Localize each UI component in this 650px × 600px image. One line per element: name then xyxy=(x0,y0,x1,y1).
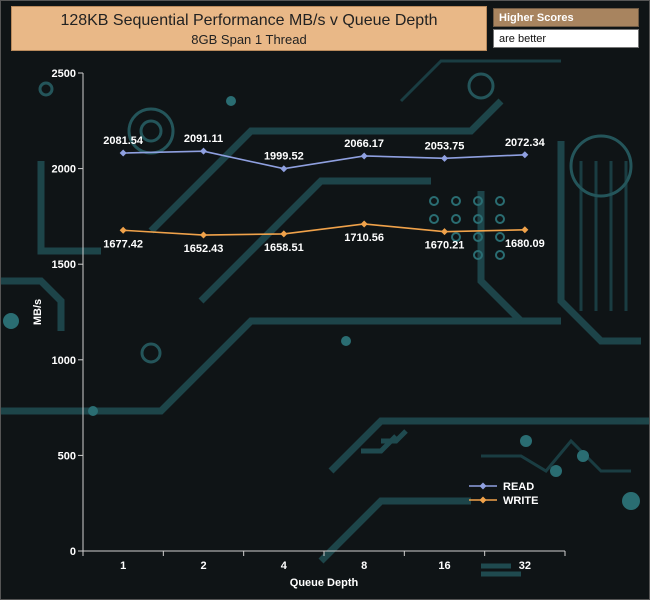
y-tick-label: 500 xyxy=(58,450,76,462)
data-label: 2053.75 xyxy=(425,140,465,152)
data-label: 2072.34 xyxy=(505,137,546,149)
x-tick-label: 1 xyxy=(120,560,126,572)
data-label: 1677.42 xyxy=(103,238,143,250)
data-label: 1999.52 xyxy=(264,151,304,163)
data-label: 2081.54 xyxy=(103,135,144,147)
series-read: 2081.54 2091.11 1999.52 2066.17 2053.75 2072.… xyxy=(103,133,546,173)
data-point xyxy=(119,149,127,157)
y-tick-label: 2000 xyxy=(52,164,76,176)
data-label: 1710.56 xyxy=(344,232,384,244)
data-label: 1680.09 xyxy=(505,238,545,250)
x-tick-label: 2 xyxy=(200,560,206,572)
data-point xyxy=(280,165,288,173)
series-line xyxy=(123,150,525,170)
x-tick-label: 32 xyxy=(519,560,531,572)
chart-series: 2081.54 2091.11 1999.52 2066.17 2053.75 2072.… xyxy=(103,133,545,255)
data-point xyxy=(441,154,448,162)
data-point xyxy=(360,152,368,160)
y-tick-label: 2500 xyxy=(52,68,76,80)
note-are-better: are better xyxy=(493,29,639,48)
data-label: 2091.11 xyxy=(184,133,223,145)
x-tick-label: 4 xyxy=(281,560,288,572)
legend-label: WRITE xyxy=(503,495,538,507)
data-point xyxy=(441,228,448,236)
data-label: 1658.51 xyxy=(264,242,304,254)
chart-legend: READ WRITE xyxy=(469,481,538,507)
y-tick-label: 0 xyxy=(70,546,76,558)
note-higher-scores: Higher Scores xyxy=(493,8,639,27)
data-point xyxy=(280,230,288,238)
legend-label: READ xyxy=(503,481,534,493)
data-point xyxy=(119,226,127,234)
series-write: 1677.42 1652.43 1658.51 1710.56 1670.21 1680.… xyxy=(103,220,545,255)
data-label: 1652.43 xyxy=(184,243,224,255)
data-label: 1670.21 xyxy=(425,240,465,252)
legend-item-write: WRITE xyxy=(469,495,538,507)
data-point xyxy=(521,226,529,234)
x-axis-title: Queue Depth xyxy=(290,577,359,589)
data-point xyxy=(360,220,368,228)
y-tick-label: 1000 xyxy=(52,355,76,367)
data-point xyxy=(521,151,529,159)
chart-title-box: 128KB Sequential Performance MB/s v Queu… xyxy=(11,6,487,51)
y-axis-title: MB/s xyxy=(32,299,44,325)
data-label: 2066.17 xyxy=(344,138,384,150)
legend-marker xyxy=(479,496,487,504)
data-point xyxy=(200,231,207,239)
legend-item-read: READ xyxy=(469,481,534,493)
x-tick-label: 16 xyxy=(438,560,450,572)
legend-marker xyxy=(479,482,487,490)
data-point xyxy=(200,147,207,155)
chart-title: 128KB Sequential Performance MB/s v Queu… xyxy=(60,12,438,29)
series-line xyxy=(123,223,525,236)
x-tick-label: 8 xyxy=(361,560,367,572)
y-tick-label: 1500 xyxy=(52,259,76,271)
chart-subtitle: 8GB Span 1 Thread xyxy=(191,32,307,47)
